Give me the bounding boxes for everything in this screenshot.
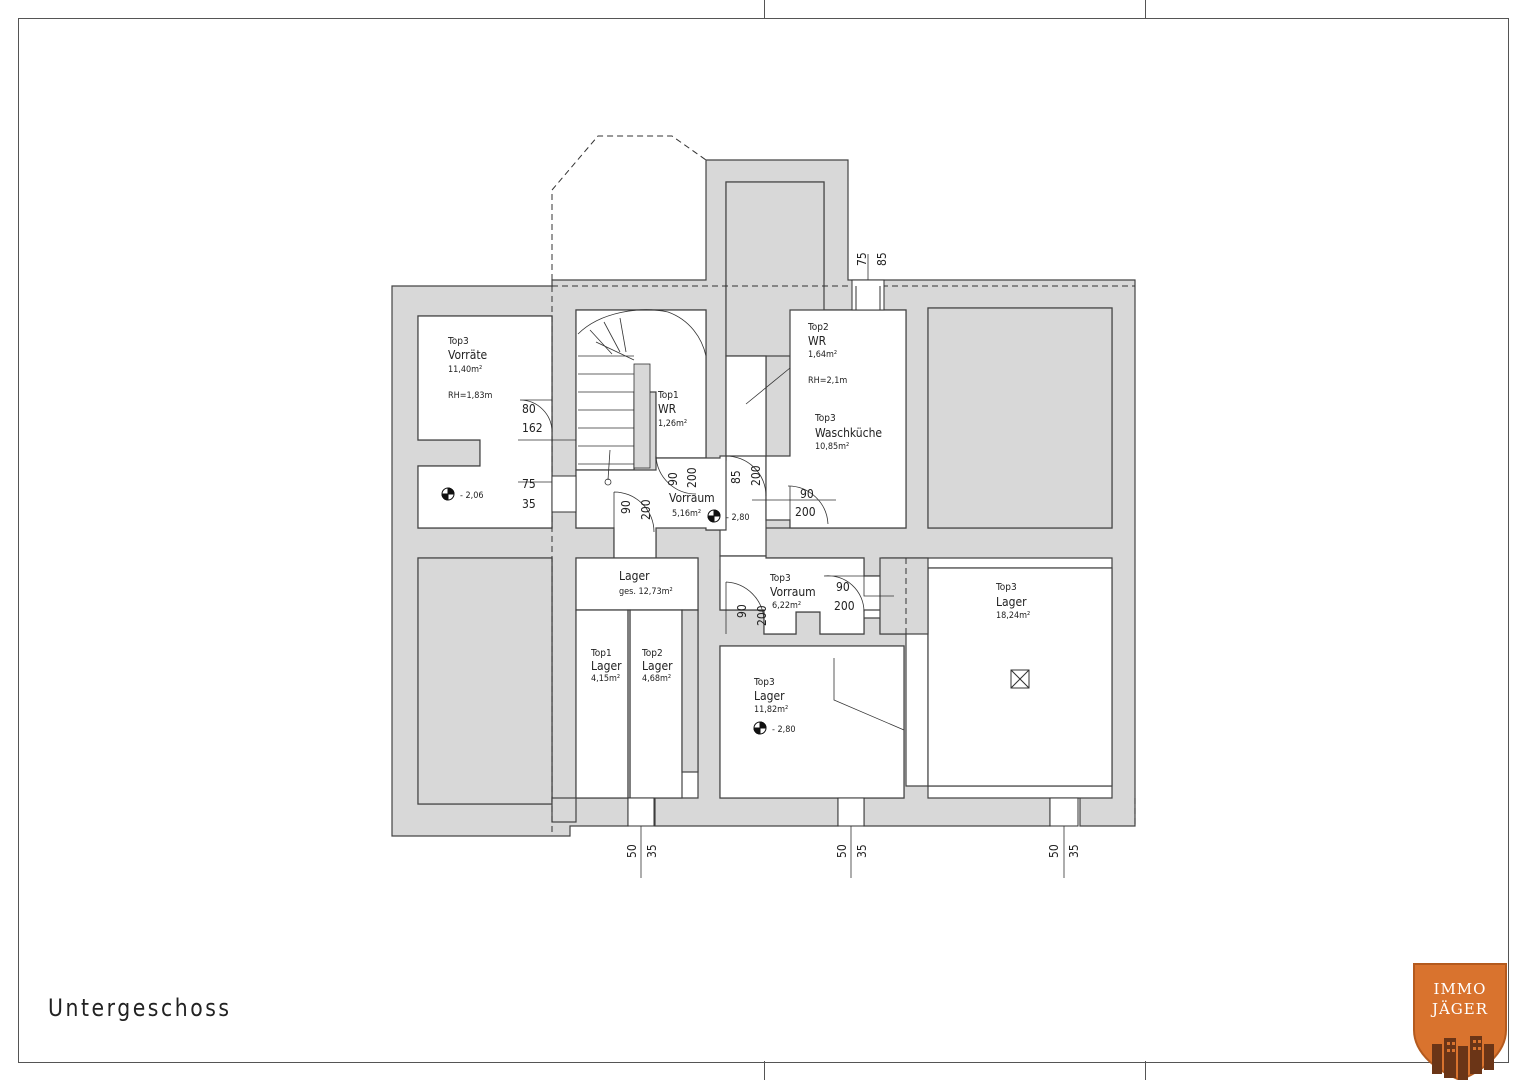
door-wr2-height: 200 bbox=[749, 465, 763, 486]
room-wasch-name: Waschküche bbox=[815, 426, 882, 440]
room-wr2-height: RH=2,1m bbox=[808, 376, 847, 386]
window-top-height: 85 bbox=[875, 252, 889, 266]
room-vorraete-name: Vorräte bbox=[448, 348, 488, 362]
room-wr2-unit: Top2 bbox=[807, 322, 829, 333]
room-lager-ges-name: Lager bbox=[619, 569, 650, 583]
logo-line2: JÄGER bbox=[1431, 1000, 1489, 1018]
window-vorraete-height: 35 bbox=[522, 497, 536, 511]
frame-tick-top-1 bbox=[764, 0, 765, 18]
logo-shield-icon bbox=[1413, 963, 1507, 1082]
window-bottom-3-width: 50 bbox=[1047, 844, 1061, 858]
room-vorraum-area: 5,16m² bbox=[672, 509, 701, 519]
window-openings bbox=[551, 279, 1079, 827]
room-vorraum-name: Vorraum bbox=[669, 491, 715, 505]
room-lager3-large-area: 18,24m² bbox=[996, 611, 1030, 621]
room-wasch-unit: Top3 bbox=[814, 413, 836, 424]
logo-line1: IMMO bbox=[1433, 980, 1487, 998]
door-wasch-width: 90 bbox=[800, 487, 814, 501]
level-markers bbox=[441, 487, 767, 735]
staircase bbox=[577, 309, 707, 486]
door-vorraete-width: 80 bbox=[522, 402, 536, 416]
window-bottom-3-height: 35 bbox=[1067, 844, 1081, 858]
room-wr1-area: 1,26m² bbox=[658, 419, 687, 429]
window-bottom-1-height: 35 bbox=[645, 844, 659, 858]
room-wasch-area: 10,85m² bbox=[815, 442, 849, 452]
room-lager1-name: Lager bbox=[591, 659, 622, 673]
door-vorraum3-height: 200 bbox=[834, 599, 855, 613]
door-vorraum3-width: 90 bbox=[836, 580, 850, 594]
door-lager-width: 90 bbox=[619, 500, 633, 514]
frame-tick-top-2 bbox=[1145, 0, 1146, 18]
door-wr1-height: 200 bbox=[685, 467, 699, 488]
window-bottom-1-width: 50 bbox=[625, 844, 639, 858]
vent-symbol bbox=[1010, 669, 1030, 689]
frame-tick-bottom-1 bbox=[764, 1061, 765, 1080]
door-wr1-width: 90 bbox=[666, 472, 680, 486]
room-lager1-unit: Top1 bbox=[590, 648, 612, 659]
room-lager3-large-unit: Top3 bbox=[995, 582, 1017, 593]
opening-labels: 80 162 75 35 90 200 90 200 bbox=[522, 402, 855, 613]
window-vorraete-width: 75 bbox=[522, 477, 536, 491]
door-vorraete-height: 162 bbox=[522, 421, 543, 435]
door-lager-height: 200 bbox=[639, 499, 653, 520]
room-lager2-name: Lager bbox=[642, 659, 673, 673]
room-vorraete-area: 11,40m² bbox=[448, 365, 482, 375]
room-lager3-small-name: Lager bbox=[754, 689, 785, 703]
drawing-title: Untergeschoss bbox=[48, 994, 232, 1022]
room-lager3-large-name: Lager bbox=[996, 595, 1027, 609]
room-lager2-area: 4,68m² bbox=[642, 674, 671, 684]
room-lager2-unit: Top2 bbox=[641, 648, 663, 659]
room-labels: Top3 Vorräte 11,40m² RH=1,83m Top1 WR 1,… bbox=[447, 322, 1030, 715]
room-wr1-name: WR bbox=[658, 402, 677, 416]
room-lager3-small-area: 11,82m² bbox=[754, 705, 788, 715]
room-lager-ges-area: ges. 12,73m² bbox=[619, 587, 673, 597]
door-wr2-width: 85 bbox=[729, 470, 743, 484]
room-lager3-small-unit: Top3 bbox=[753, 677, 775, 688]
level-lager: - 2,80 bbox=[772, 725, 796, 735]
window-top-width: 75 bbox=[855, 252, 869, 266]
room-lager1-area: 4,15m² bbox=[591, 674, 620, 684]
door-lager3-height: 200 bbox=[755, 605, 769, 626]
room-vorraum3-name: Vorraum bbox=[770, 585, 816, 599]
opening-labels-vertical: 75 85 90 200 90 200 85 200 90 200 50 35 … bbox=[619, 252, 1081, 858]
window-bottom-2-height: 35 bbox=[855, 844, 869, 858]
company-logo: IMMO JÄGER bbox=[1410, 960, 1510, 1082]
door-wasch-height: 200 bbox=[795, 505, 816, 519]
room-wr2-area: 1,64m² bbox=[808, 350, 837, 360]
frame-tick-bottom-2 bbox=[1145, 1061, 1146, 1080]
room-vorraete-unit: Top3 bbox=[447, 336, 469, 347]
room-vorraum3-area: 6,22m² bbox=[772, 601, 801, 611]
window-bottom-2-width: 50 bbox=[835, 844, 849, 858]
level-vorraum: - 2,80 bbox=[726, 513, 750, 523]
room-vorraum3-unit: Top3 bbox=[769, 573, 791, 584]
dashed-outlines bbox=[551, 135, 1136, 836]
room-vorraete-height: RH=1,83m bbox=[448, 391, 493, 401]
dim-lines bbox=[640, 254, 1065, 878]
room-wr2-name: WR bbox=[808, 334, 827, 348]
level-vorraete: - 2,06 bbox=[460, 491, 484, 501]
door-lager3-width: 90 bbox=[735, 604, 749, 618]
fill-blocks bbox=[417, 181, 1113, 805]
room-wr1-unit: Top1 bbox=[657, 390, 679, 401]
sheet-frame bbox=[18, 18, 1509, 1063]
level-labels: - 2,06 - 2,80 - 2,80 bbox=[460, 491, 796, 735]
